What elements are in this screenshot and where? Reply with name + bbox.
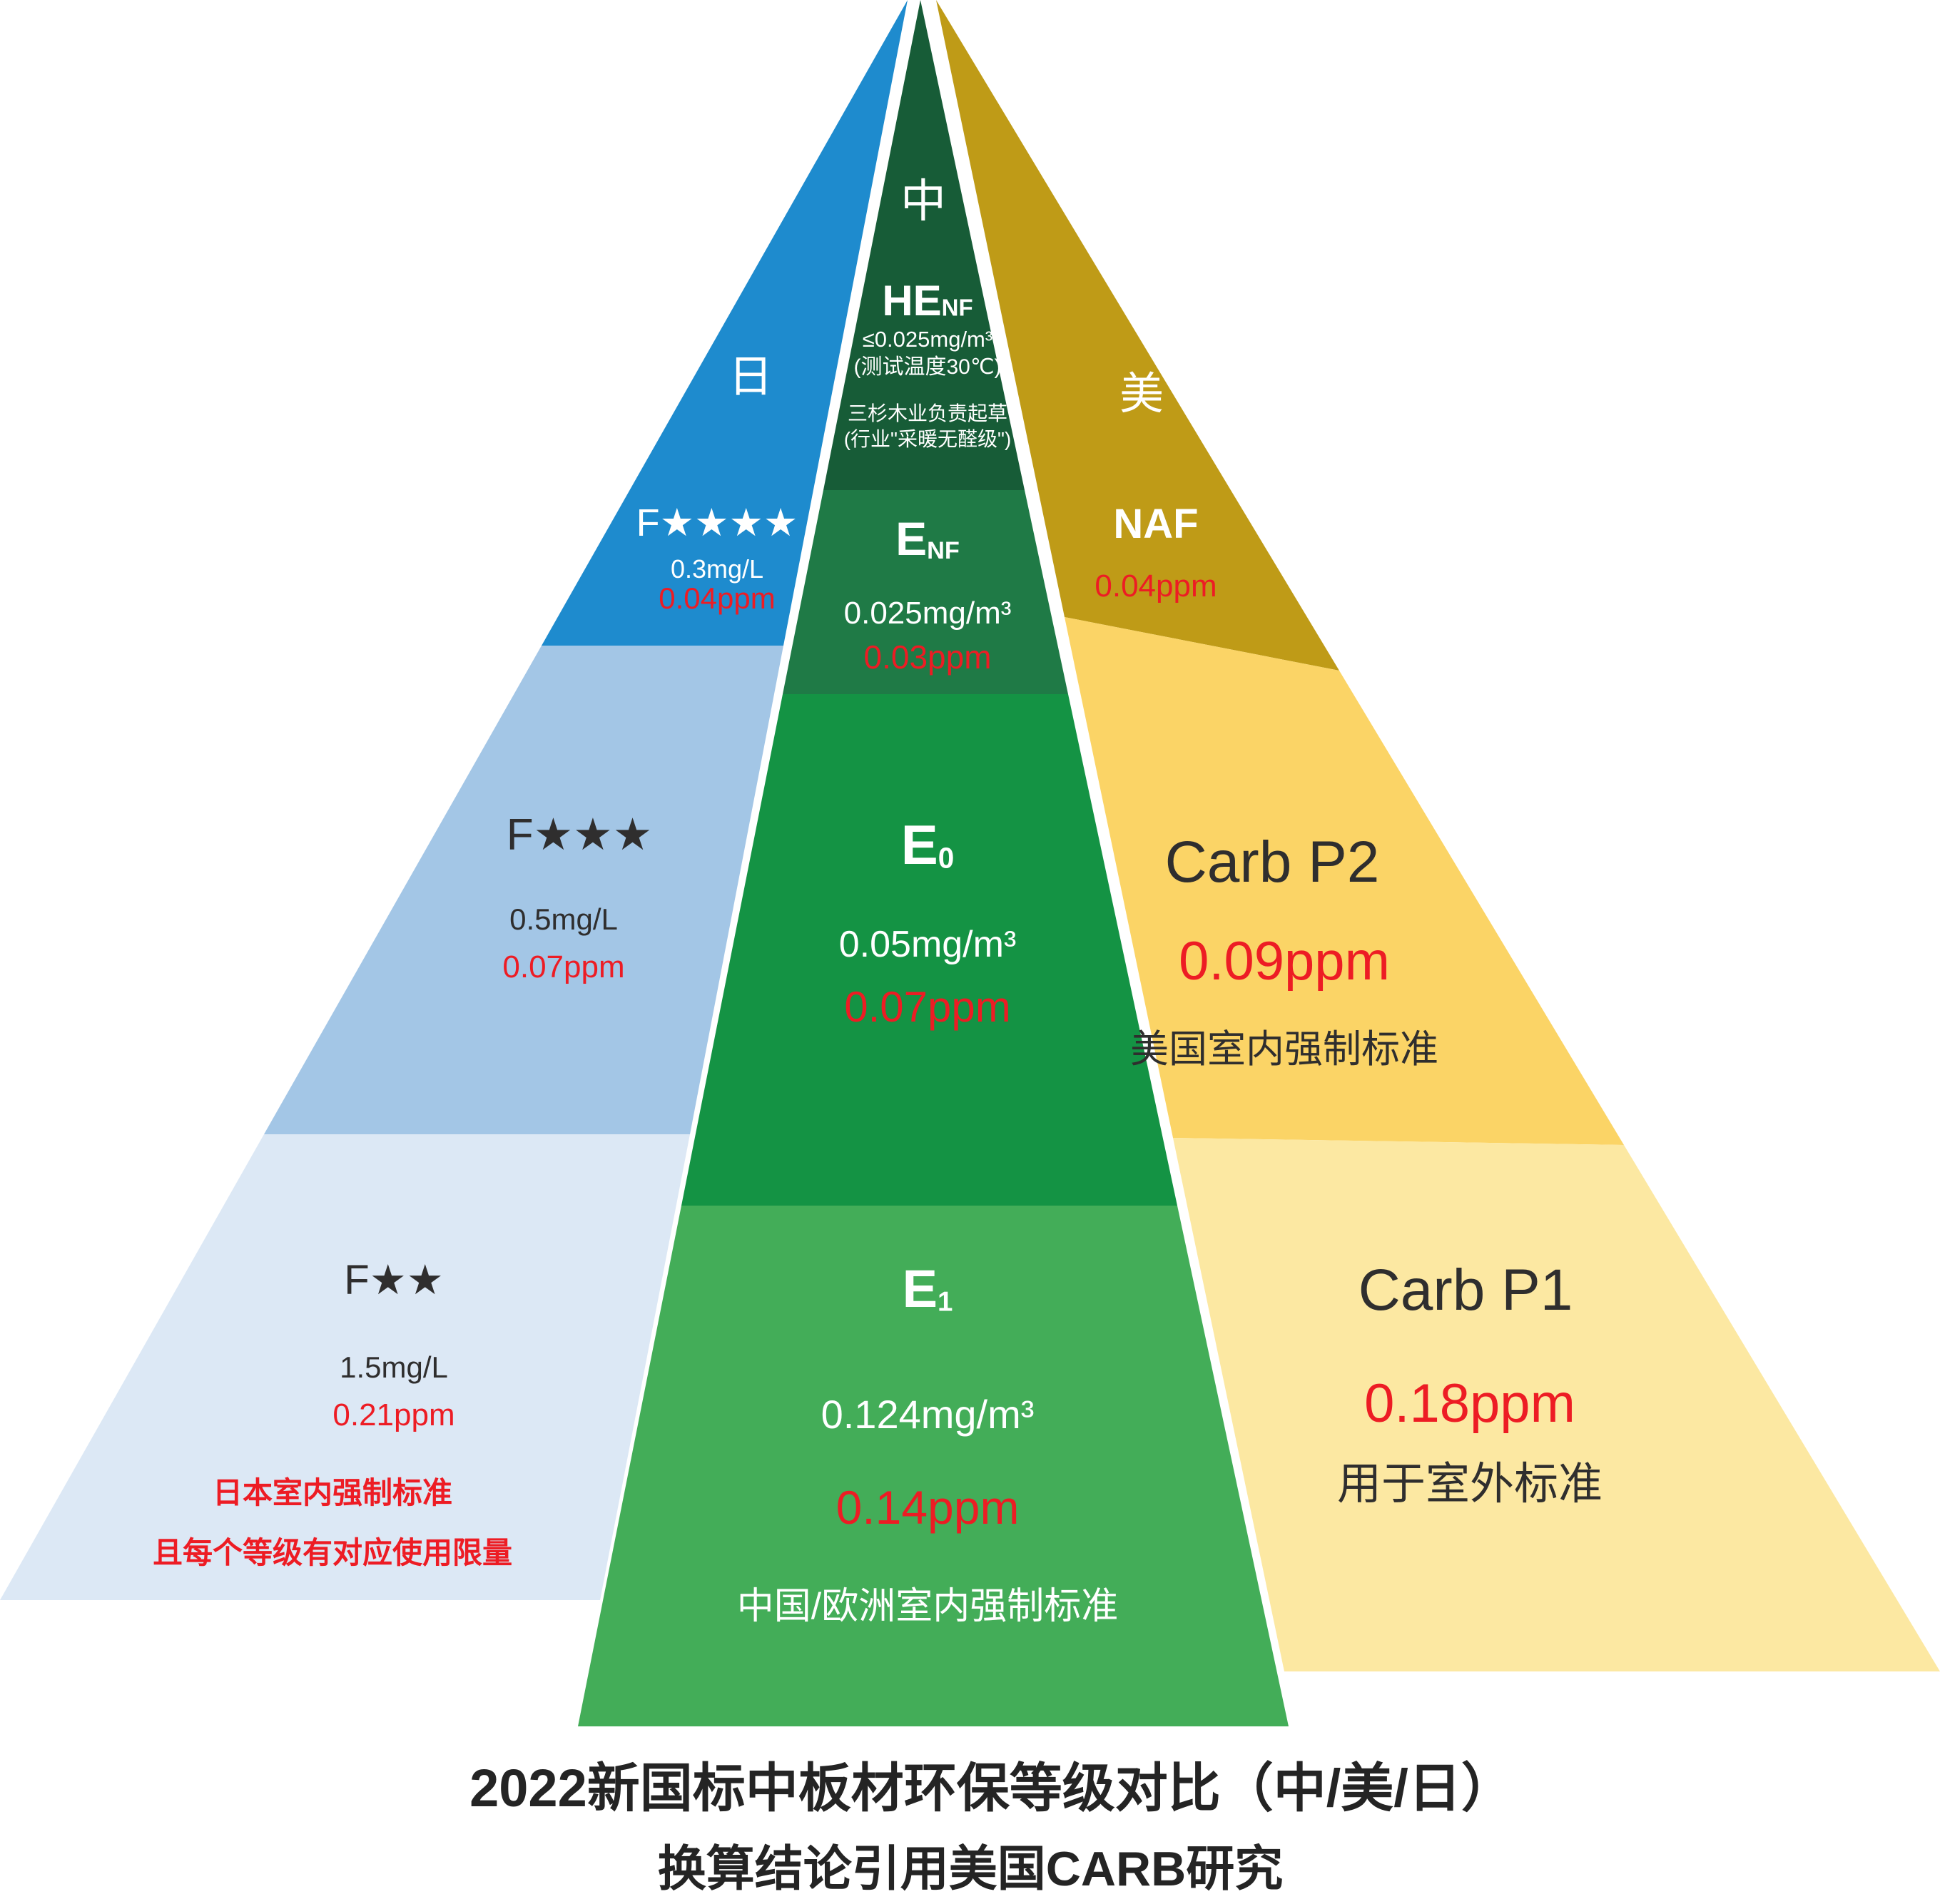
- china-enf-ppm: 0.03ppm: [863, 638, 992, 676]
- usa-naf-ppm: 0.04ppm: [1095, 569, 1217, 604]
- china-enf-grade-main: E: [895, 512, 928, 565]
- usa-carb-p2-ppm: 0.09ppm: [1179, 931, 1390, 992]
- china-enf-value: 0.025mg/m³: [843, 596, 1012, 631]
- china-e0-grade: E0: [901, 817, 955, 872]
- china-e0-ppm: 0.07ppm: [844, 983, 1011, 1031]
- china-henf-note3: (行业"采暖无醛级"): [843, 428, 1012, 450]
- china-e0-grade-main: E: [900, 813, 938, 876]
- japan-f4-grade-letter: F: [636, 502, 660, 544]
- usa-column-label: 美: [1119, 370, 1164, 419]
- japan-f3-ppm: 0.07ppm: [502, 950, 625, 984]
- japan-f3-grade: F★★★: [507, 813, 653, 857]
- japan-f3-stars: ★★★: [533, 810, 653, 860]
- usa-carb-p2-note: 美国室内强制标准: [1130, 1028, 1438, 1071]
- usa-carb-p2-name: Carb P2: [1164, 830, 1380, 895]
- diagram-title-line2: 换算结论引用美国CARB研究: [657, 1842, 1284, 1896]
- china-e1-grade: E1: [903, 1263, 953, 1316]
- japan-note-line1: 日本室内强制标准: [212, 1476, 453, 1510]
- china-henf-grade-sub: NF: [941, 294, 973, 321]
- china-e1-ppm: 0.14ppm: [836, 1481, 1020, 1534]
- japan-column-label: 日: [728, 352, 773, 402]
- china-e1-note: 中国/欧洲室内强制标准: [736, 1586, 1119, 1627]
- japan-f2-value: 1.5mg/L: [340, 1350, 448, 1384]
- china-e0-grade-sub: 0: [938, 841, 955, 875]
- china-henf-grade-main: HE: [882, 277, 942, 325]
- japan-f3-value: 0.5mg/L: [509, 902, 618, 936]
- japan-f3-grade-letter: F: [506, 810, 534, 860]
- usa-carb-p1-name: Carb P1: [1358, 1258, 1573, 1323]
- china-e1-grade-sub: 1: [937, 1286, 953, 1318]
- china-column-label: 中: [900, 175, 946, 227]
- japan-f4-stars: ★★★★: [659, 502, 798, 544]
- japan-f2-grade-letter: F: [344, 1257, 370, 1303]
- usa-carb-p1-note: 用于室外标准: [1336, 1460, 1603, 1509]
- japan-f4-value: 0.3mg/L: [670, 554, 764, 584]
- china-henf-value: ≤0.025mg/m³: [862, 327, 993, 352]
- china-enf-grade: ENF: [895, 515, 960, 563]
- diagram-title-line1: 2022新国标中板材环保等级对比（中/美/日）: [469, 1758, 1514, 1818]
- china-enf-grade-sub: NF: [927, 536, 960, 564]
- china-e1-grade-main: E: [902, 1259, 938, 1318]
- usa-naf-name: NAF: [1113, 501, 1199, 547]
- usa-carb-p1-ppm: 0.18ppm: [1364, 1373, 1575, 1434]
- china-e0-value: 0.05mg/m³: [838, 924, 1017, 965]
- china-henf-note2: 三杉木业负责起草: [847, 402, 1008, 424]
- china-henf-grade: HENF: [882, 280, 972, 322]
- china-e1-value: 0.124mg/m³: [821, 1392, 1035, 1437]
- japan-f4-grade: F★★★★: [636, 504, 798, 542]
- japan-f2-ppm: 0.21ppm: [332, 1398, 455, 1432]
- china-henf-note1: (测试温度30℃): [853, 355, 1002, 379]
- japan-f2-grade: F★★: [344, 1260, 443, 1301]
- japan-f2-stars: ★★: [369, 1257, 444, 1303]
- japan-note-line2: 且每个等级有对应使用限量: [152, 1536, 513, 1569]
- japan-f4-ppm: 0.04ppm: [659, 581, 776, 615]
